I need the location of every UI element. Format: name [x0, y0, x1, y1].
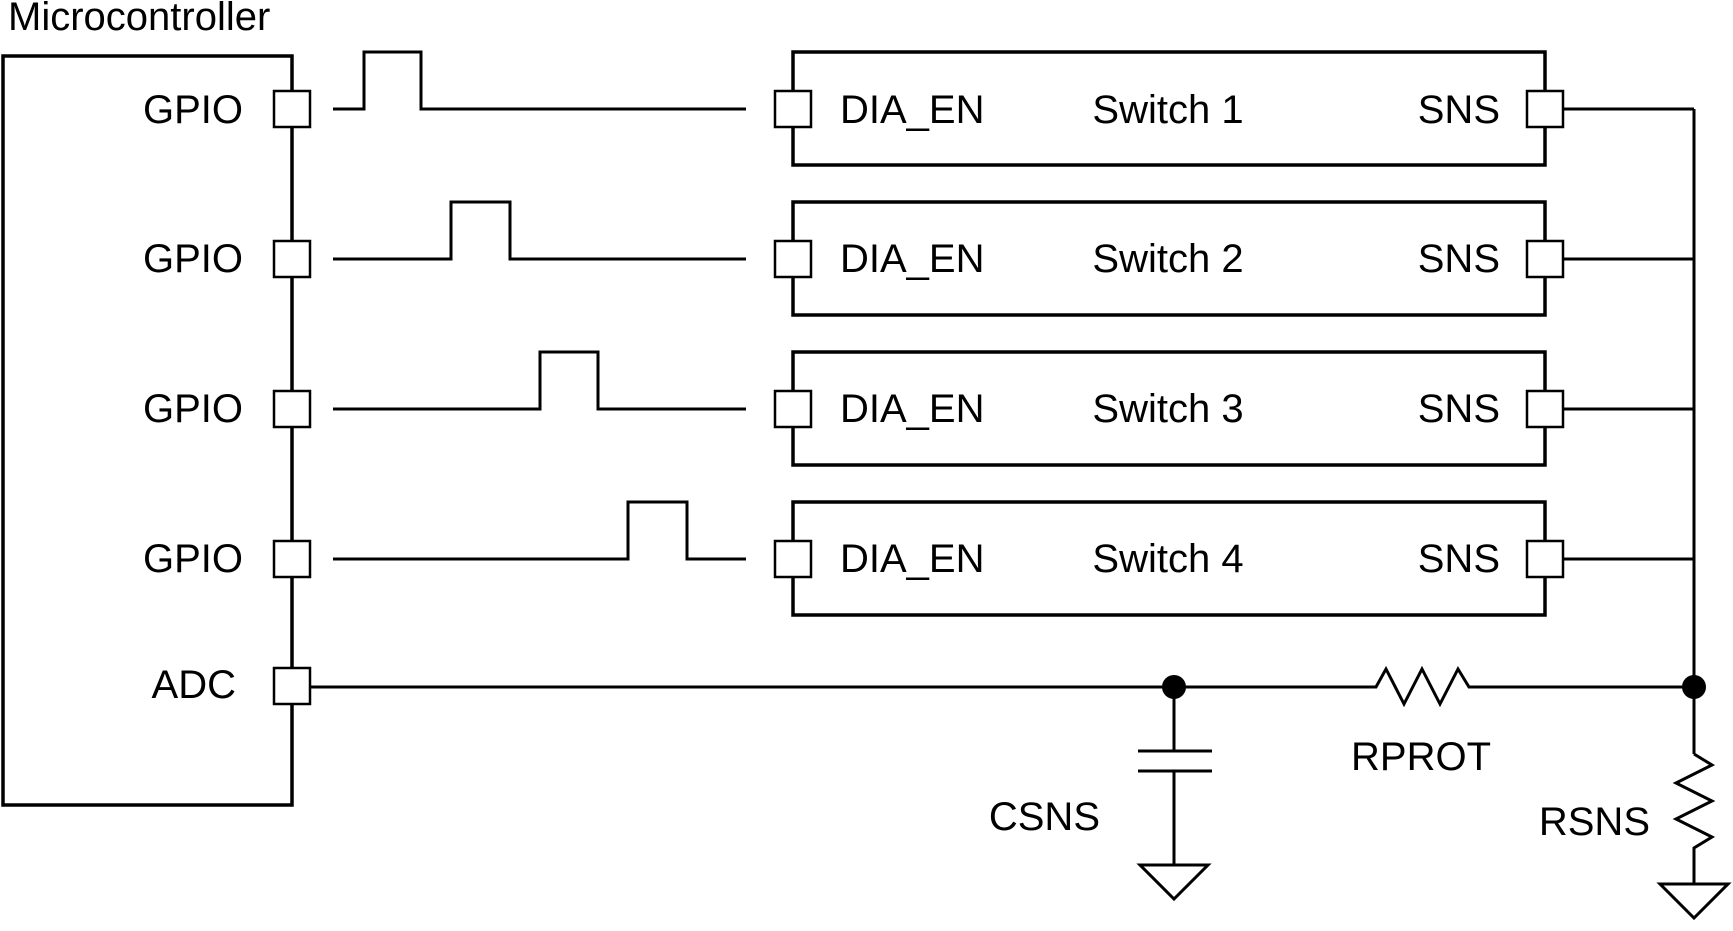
switch-4-dia-en-pin	[773, 539, 813, 579]
csns-ground-icon	[1136, 863, 1212, 902]
mcu-pin-gpio-4	[272, 539, 312, 579]
switch-3-dia-en-label: DIA_EN	[840, 387, 985, 431]
switch-1-dia-en-pin	[773, 89, 813, 129]
rsns-resistor-symbol	[1672, 752, 1716, 884]
mcu-pin-label-gpio-4: GPIO	[143, 537, 243, 581]
switch-4-dia-en-label: DIA_EN	[840, 537, 985, 581]
pulse-wire-1	[333, 50, 746, 111]
switch-block-3: DIA_EN Switch 3 SNS	[773, 350, 1565, 467]
switch-2-dia-en-pin	[773, 239, 813, 279]
microcontroller-title: Microcontroller	[8, 0, 270, 39]
switch-1-name: Switch 1	[1092, 88, 1243, 132]
switch-2-dia-en-label: DIA_EN	[840, 237, 985, 281]
switch-3-sns-pin	[1525, 389, 1565, 429]
switch-1-dia-en-label: DIA_EN	[840, 88, 985, 132]
mcu-pin-gpio-1	[272, 89, 312, 129]
switch-block-2: DIA_EN Switch 2 SNS	[773, 200, 1565, 317]
switch-2-sns-pin	[1525, 239, 1565, 279]
switch-1-sns-label: SNS	[1418, 88, 1500, 132]
switch-3-dia-en-pin	[773, 389, 813, 429]
switch-4-name: Switch 4	[1092, 537, 1243, 581]
rsns-ground-icon	[1656, 882, 1732, 921]
pulse-wire-4	[333, 500, 746, 561]
pulse-wire-2	[333, 200, 746, 261]
switch-block-4: DIA_EN Switch 4 SNS	[773, 500, 1565, 617]
switch-block-1: DIA_EN Switch 1 SNS	[773, 50, 1565, 167]
switch-2-name: Switch 2	[1092, 237, 1243, 281]
mcu-pin-gpio-2	[272, 239, 312, 279]
switch-3-sns-label: SNS	[1418, 387, 1500, 431]
pulse-wire-3	[333, 350, 746, 411]
csns-label: CSNS	[989, 795, 1100, 839]
rprot-label: RPROT	[1351, 735, 1491, 779]
sns-junction-dot	[1682, 675, 1706, 699]
switch-3-name: Switch 3	[1092, 387, 1243, 431]
rsns-label: RSNS	[1539, 800, 1650, 844]
mcu-pin-adc	[272, 666, 312, 706]
switch-1-sns-pin	[1525, 89, 1565, 129]
switch-2-sns-label: SNS	[1418, 237, 1500, 281]
mcu-pin-label-adc: ADC	[152, 663, 236, 707]
microcontroller-block	[1, 54, 294, 807]
switch-4-sns-label: SNS	[1418, 537, 1500, 581]
mcu-pin-gpio-3	[272, 389, 312, 429]
switch-4-sns-pin	[1525, 539, 1565, 579]
mcu-pin-label-gpio-3: GPIO	[143, 387, 243, 431]
rprot-resistor-symbol	[1364, 665, 1477, 708]
mcu-pin-label-gpio-1: GPIO	[143, 88, 243, 132]
mcu-pin-label-gpio-2: GPIO	[143, 237, 243, 281]
